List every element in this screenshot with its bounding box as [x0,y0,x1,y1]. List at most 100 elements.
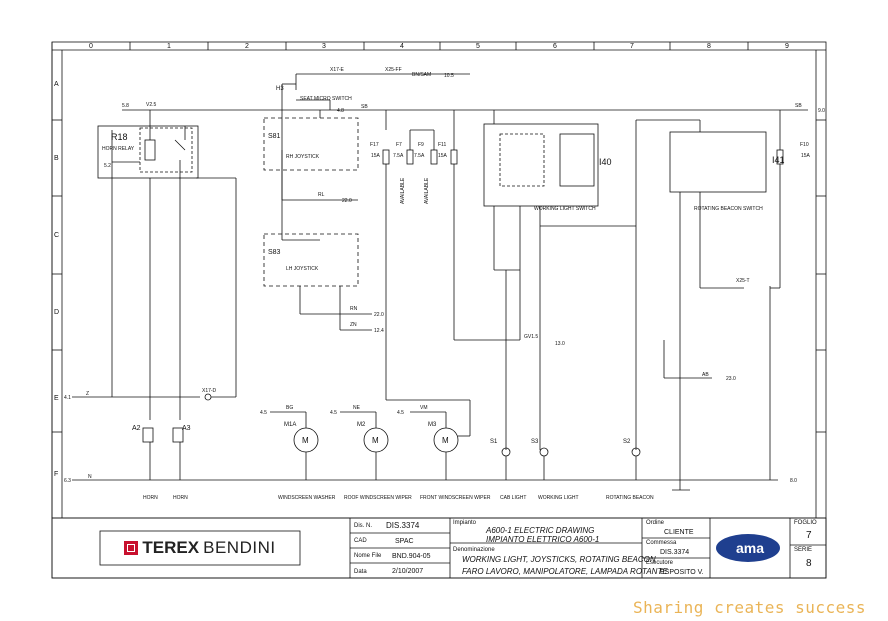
wire-ref: 4.5 [330,410,337,416]
row-label: B [54,155,59,162]
wire-ref: GV1.5 [524,334,538,340]
cad-label: CAD [354,538,367,544]
motor-m1a-label: M1A [284,422,296,428]
motor-m2-label: M2 [357,422,366,428]
wire-ref: Z [86,391,89,397]
lamp-s3-label: S3 [531,439,539,445]
wire-ref: 4.8 [337,108,344,114]
wire-ref: 9.0 [818,108,825,114]
wire-ref: 22.0 [342,198,352,204]
wire-ref: BG [286,405,293,411]
wire-ref: 10.5 [444,73,454,79]
fuse-f10-label: F10 [800,142,809,148]
denominazione-label: Denominazione [453,547,495,553]
wire-ref: 4.1 [64,395,71,401]
motor-symbol: M [372,436,379,445]
available-label: AVAILABLE [424,177,430,204]
wire-ref: BN/SAM [412,72,431,78]
foglio-value: 7 [806,530,812,541]
foglio-label: FOGLIO [794,520,817,526]
function-label: WINDSCREEN WASHER [278,495,336,501]
column-label: 8 [707,43,711,50]
wire-ref: ZN [350,322,357,328]
terex-mark-icon [124,541,139,555]
esecutore-value: ESPOSITO V. [660,569,704,576]
row-label: E [54,395,59,402]
serie-value: 8 [806,558,812,569]
joystick-s81-label: S81 [268,133,281,140]
horn-a2-label: A2 [132,425,141,432]
function-label: CAB LIGHT [500,495,526,501]
i41-name: ROTATING BEACON SWITCH [694,206,763,212]
wire-ref: X17-D [202,388,217,394]
column-label: 5 [476,43,480,50]
i40-name: WORKING LIGHT SWITCH [534,206,596,212]
ama-logo: ama [716,534,780,562]
esecutore-label: Esecutore [646,560,674,566]
joystick-s83-label: S83 [268,249,281,256]
svg-text:ama: ama [736,540,764,556]
wire-ref: RL [318,192,325,198]
wire-ref: 6.3 [64,478,71,484]
function-label: HORN [173,495,188,501]
row-label: C [54,232,59,239]
watermark: Sharing creates success [633,598,867,617]
wire-ref: X25-T [736,278,750,284]
row-label: A [54,81,59,88]
column-label: 1 [167,43,171,50]
impianto-line1: A600-1 ELECTRIC DRAWING [485,526,594,535]
column-label: 2 [245,43,249,50]
file-value: BND.904-05 [392,553,431,560]
motor-symbol: M [302,436,309,445]
wire-ref: X17-E [330,67,345,73]
column-label: 7 [630,43,634,50]
wire-ref: 22.0 [374,312,384,318]
cad-value: SPAC [395,538,414,545]
date-label: Data [354,569,367,575]
horn-a3-label: A3 [182,425,191,432]
impianto-label: Impianto [453,520,477,526]
fuse-f7-label: F7 [396,142,402,148]
wire-ref: 5.2 [104,163,111,169]
dis-label: Dis. N. [354,523,372,529]
ordine-value: CLIENTE [664,529,694,536]
function-label: ROTATING BEACON [606,495,654,501]
motor-m3-label: M3 [428,422,437,428]
switch-h3-label: H3 [276,86,284,92]
lh-joystick-name: LH JOYSTICK [286,266,319,272]
fuse-rating: 15A [801,153,811,159]
dis-value: DIS.3374 [386,521,420,530]
column-label: 9 [785,43,789,50]
fuse-rating: 15A [438,153,448,159]
function-label: WORKING LIGHT [538,495,579,501]
fuse-rating: 7.5A [393,153,404,159]
ordine-label: Ordine [646,520,665,526]
wire-ref: 13.0 [555,341,565,347]
commessa-label: Commessa [646,540,677,546]
wire-ref: 4.5 [397,410,404,416]
wire-ref: 12.4 [374,328,384,334]
date-value: 2/10/2007 [392,568,423,575]
wire-ref: AB [702,372,709,378]
fuse-f17-label: F17 [370,142,379,148]
wire-ref: NE [353,405,361,411]
function-label: HORN [143,495,158,501]
column-label: 4 [400,43,404,50]
row-label: D [54,309,59,316]
fuse-rating: 7.5A [414,153,425,159]
relay-r18-label: R18 [111,132,128,142]
file-label: Nome File [354,553,382,559]
fuse-f9-label: F9 [418,142,424,148]
switch-i41-label: I41 [772,155,785,165]
column-label: 3 [322,43,326,50]
column-label: 6 [553,43,557,50]
relay-name: HORN RELAY [102,146,135,152]
wire-ref: V2.5 [146,102,157,108]
wire-ref: 5.8 [122,103,129,109]
row-label: F [54,471,58,478]
function-label: FRONT WINDSCREEN WIPER [420,495,491,501]
brand-bendini: BENDINI [203,538,276,557]
fuse-f11-label: F11 [438,142,446,148]
wire-ref: 4.5 [260,410,267,416]
